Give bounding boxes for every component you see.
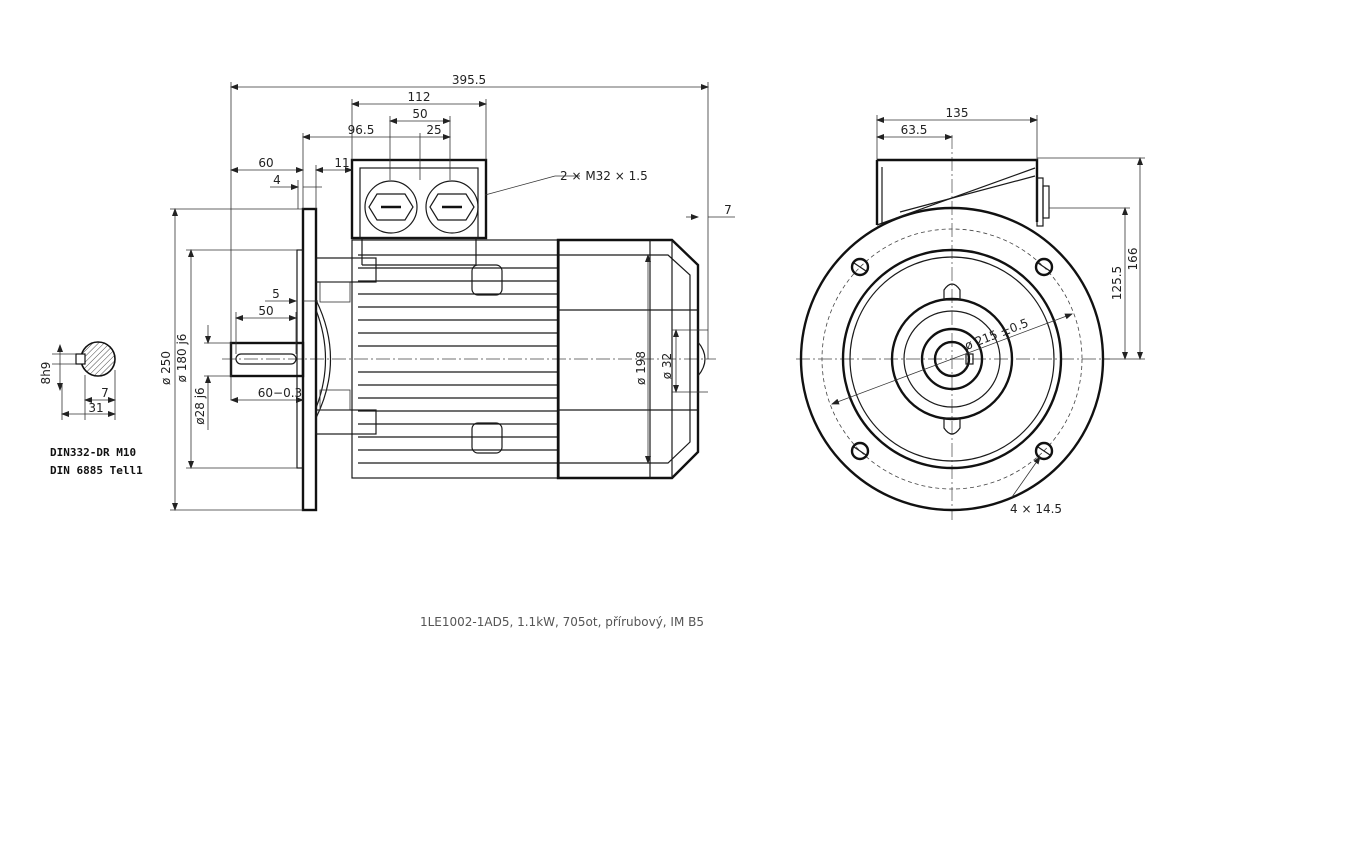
dim-fan-cover-diameter: ø 32	[660, 353, 674, 379]
dim-flange-thickness: 4	[273, 173, 281, 187]
bolt-circle	[821, 228, 1083, 490]
dim-flange-outer: ø 250	[159, 351, 173, 385]
key-width-label: 8h9	[39, 362, 53, 385]
key-depth-label: 7	[101, 386, 109, 400]
lifting-eye-top	[471, 264, 503, 296]
shaft-section-circle	[80, 341, 116, 377]
dim-shaft-diameter: ø28 j6	[193, 387, 207, 424]
shaft-section-detail: 8h9 7 31 DIN332-DR M10 DIN 6885 Tell1	[39, 341, 143, 477]
dim-flange-spigot: ø 180 j6	[175, 334, 189, 383]
front-view: 135 63.5 166 125.5 ø 215 ±0.5 4 × 14.5	[796, 106, 1145, 520]
cable-gland-1	[364, 180, 418, 234]
dim-gland-offset: 25	[426, 123, 441, 137]
mounting-flange	[301, 207, 318, 512]
dim-overall-length: 395.5	[452, 73, 486, 87]
dim-height-axis: 125.5	[1110, 266, 1124, 300]
mount-hole-bl	[850, 441, 870, 461]
shaft-keyway	[235, 353, 297, 365]
terminal-box	[350, 158, 488, 266]
fan-cover-cap	[697, 341, 706, 377]
dim-key-length: 50	[258, 304, 273, 318]
dim-key-offset: 5	[272, 287, 280, 301]
side-dimensions: 395.5 112 50 96.5 25 60 11 4 2 × M32 × 1…	[159, 73, 735, 511]
dim-flange-to-box: 60	[258, 156, 273, 170]
center-hole-note: DIN332-DR M10	[50, 446, 136, 459]
mount-hole-tr	[1034, 257, 1054, 277]
dim-box-gap: 11	[334, 156, 349, 170]
flange-outer-circle	[799, 206, 1105, 512]
dim-cable-glands: 2 × M32 × 1.5	[560, 169, 648, 183]
dim-mount-holes: 4 × 14.5	[1010, 502, 1062, 516]
mount-hole-br	[1034, 441, 1054, 461]
dim-front-width: 135	[946, 106, 969, 120]
side-view: 395.5 112 50 96.5 25 60 11 4 2 × M32 × 1…	[159, 73, 735, 512]
dim-height-total: 166	[1126, 248, 1140, 271]
dim-box-position: 96.5	[348, 123, 375, 137]
dim-box-offset: 63.5	[901, 123, 928, 137]
front-terminal-box	[875, 158, 1050, 227]
end-shield	[315, 299, 332, 419]
dim-fan-cover-offset: 7	[724, 203, 732, 217]
cable-gland-2	[425, 180, 479, 234]
key-standard-note: DIN 6885 Tell1	[50, 464, 143, 477]
key-slot	[75, 353, 86, 365]
dim-body-diameter: ø 198	[634, 351, 648, 385]
dim-bolt-circle: ø 215 ±0.5	[963, 316, 1031, 353]
dim-gland-spacing: 50	[412, 107, 427, 121]
drawing-caption: 1LE1002-1AD5, 1.1kW, 705ot, přírubový, I…	[420, 615, 704, 629]
lifting-eye-bottom	[471, 422, 503, 454]
dim-terminal-box: 112	[408, 90, 431, 104]
dim-shaft-length: 60−0.3	[258, 386, 302, 400]
shaft	[229, 341, 305, 378]
mount-hole-tl	[850, 257, 870, 277]
shaft-height-label: 31	[88, 401, 103, 415]
